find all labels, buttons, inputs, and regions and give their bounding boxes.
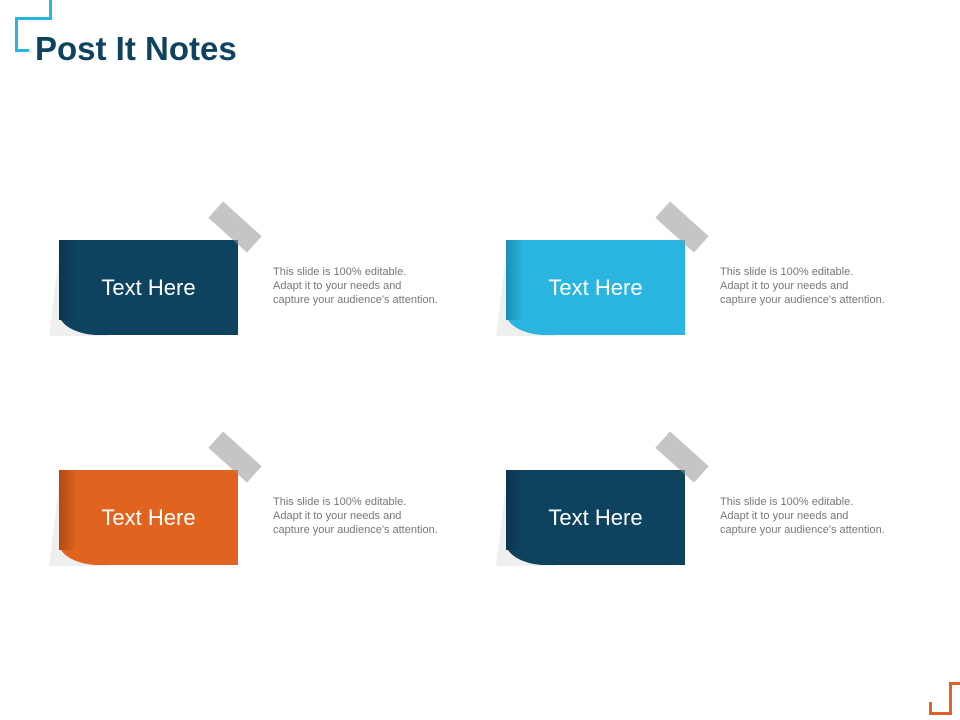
description-line: Adapt it to your needs and bbox=[273, 280, 402, 292]
description-line: This slide is 100% editable. bbox=[273, 496, 407, 508]
description-line: capture your audience's attention. bbox=[720, 524, 885, 536]
corner-line bbox=[15, 17, 18, 52]
note-curl bbox=[506, 240, 524, 320]
corner-decoration-bottom-right bbox=[929, 682, 960, 720]
note-label: Text Here bbox=[101, 504, 196, 530]
note-label: Text Here bbox=[101, 274, 196, 300]
corner-line bbox=[929, 702, 932, 715]
note-label: Text Here bbox=[548, 274, 643, 300]
post-it-note-2: Text Here bbox=[496, 201, 709, 340]
description-line: capture your audience's attention. bbox=[273, 294, 438, 306]
corner-line bbox=[49, 0, 52, 19]
description-line: Adapt it to your needs and bbox=[720, 280, 849, 292]
note-paper bbox=[506, 470, 685, 565]
note-paper bbox=[59, 470, 238, 565]
note-curl bbox=[506, 470, 524, 550]
note-paper bbox=[506, 240, 685, 335]
note-curl bbox=[59, 470, 77, 550]
note-curl bbox=[59, 240, 77, 320]
note-description-1: This slide is 100% editable. Adapt it to… bbox=[273, 265, 473, 307]
corner-line bbox=[949, 682, 960, 685]
description-line: Adapt it to your needs and bbox=[720, 510, 849, 522]
description-line: This slide is 100% editable. bbox=[273, 266, 407, 278]
description-line: Adapt it to your needs and bbox=[273, 510, 402, 522]
corner-decoration-top-left bbox=[15, 0, 52, 52]
note-description-2: This slide is 100% editable. Adapt it to… bbox=[720, 265, 920, 307]
description-line: This slide is 100% editable. bbox=[720, 496, 854, 508]
corner-line bbox=[15, 49, 29, 52]
note-description-3: This slide is 100% editable. Adapt it to… bbox=[273, 495, 473, 537]
corner-line bbox=[15, 17, 52, 20]
post-it-note-4: Text Here bbox=[496, 431, 709, 570]
description-line: capture your audience's attention. bbox=[273, 524, 438, 536]
corner-line bbox=[949, 682, 952, 715]
description-line: This slide is 100% editable. bbox=[720, 266, 854, 278]
post-it-note-1: Text Here bbox=[49, 201, 262, 340]
post-it-note-3: Text Here bbox=[49, 431, 262, 570]
description-line: capture your audience's attention. bbox=[720, 294, 885, 306]
corner-line bbox=[929, 712, 952, 715]
note-label: Text Here bbox=[548, 504, 643, 530]
note-description-4: This slide is 100% editable. Adapt it to… bbox=[720, 495, 920, 537]
note-paper bbox=[59, 240, 238, 335]
page-title: Post It Notes bbox=[35, 30, 237, 67]
